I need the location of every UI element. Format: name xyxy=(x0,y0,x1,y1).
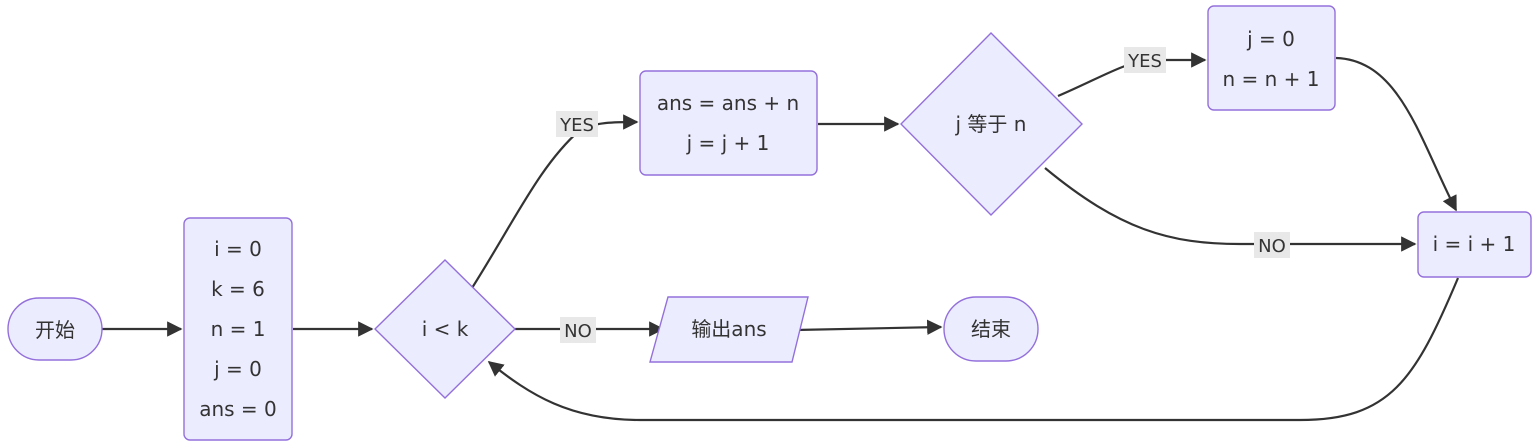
svg-text:i = 0: i = 0 xyxy=(214,237,262,261)
svg-text:输出ans: 输出ans xyxy=(691,317,766,341)
svg-text:YES: YES xyxy=(559,115,594,136)
edge-label-jn-no: NO xyxy=(1254,232,1290,258)
svg-text:i < k: i < k xyxy=(422,317,469,341)
svg-text:j 等于 n: j 等于 n xyxy=(955,112,1027,136)
node-accumulate: ans = ans + n j = j + 1 xyxy=(639,70,818,176)
node-cond-jn: j 等于 n xyxy=(900,32,1083,216)
svg-text:j = 0: j = 0 xyxy=(213,357,262,381)
svg-text:NO: NO xyxy=(564,321,592,342)
svg-text:开始: 开始 xyxy=(35,318,75,342)
svg-text:YES: YES xyxy=(1127,51,1162,72)
edge-reset-to-increment xyxy=(1335,56,1457,212)
node-init: i = 0 k = 6 n = 1 j = 0 ans = 0 xyxy=(183,217,293,441)
node-cond-ik: i < k xyxy=(374,259,516,399)
node-increment: i = i + 1 xyxy=(1417,211,1532,278)
svg-text:结束: 结束 xyxy=(971,317,1011,341)
svg-text:k = 6: k = 6 xyxy=(211,277,265,301)
edge-increment-loop-back xyxy=(487,277,1460,422)
edge-output-to-end xyxy=(794,319,943,335)
svg-text:NO: NO xyxy=(1258,236,1286,257)
svg-text:n = n + 1: n = n + 1 xyxy=(1222,67,1319,91)
node-end: 结束 xyxy=(943,296,1039,362)
edge-label-ik-no: NO xyxy=(560,317,596,343)
svg-text:i = i + 1: i = i + 1 xyxy=(1433,232,1516,256)
edge-label-jn-yes: YES xyxy=(1124,47,1166,73)
node-start: 开始 xyxy=(7,297,103,361)
svg-text:j = j + 1: j = j + 1 xyxy=(686,131,770,155)
svg-text:ans = ans + n: ans = ans + n xyxy=(657,91,799,115)
edge-label-ik-yes: YES xyxy=(556,111,598,137)
svg-text:ans = 0: ans = 0 xyxy=(199,397,277,421)
edge-cond-jn-no xyxy=(1044,167,1417,252)
svg-text:j = 0: j = 0 xyxy=(1246,27,1295,51)
edge-cond-ik-yes xyxy=(471,114,639,289)
node-output: 输出ans xyxy=(649,296,809,363)
svg-text:n = 1: n = 1 xyxy=(211,317,266,341)
node-reset: j = 0 n = n + 1 xyxy=(1207,5,1336,111)
